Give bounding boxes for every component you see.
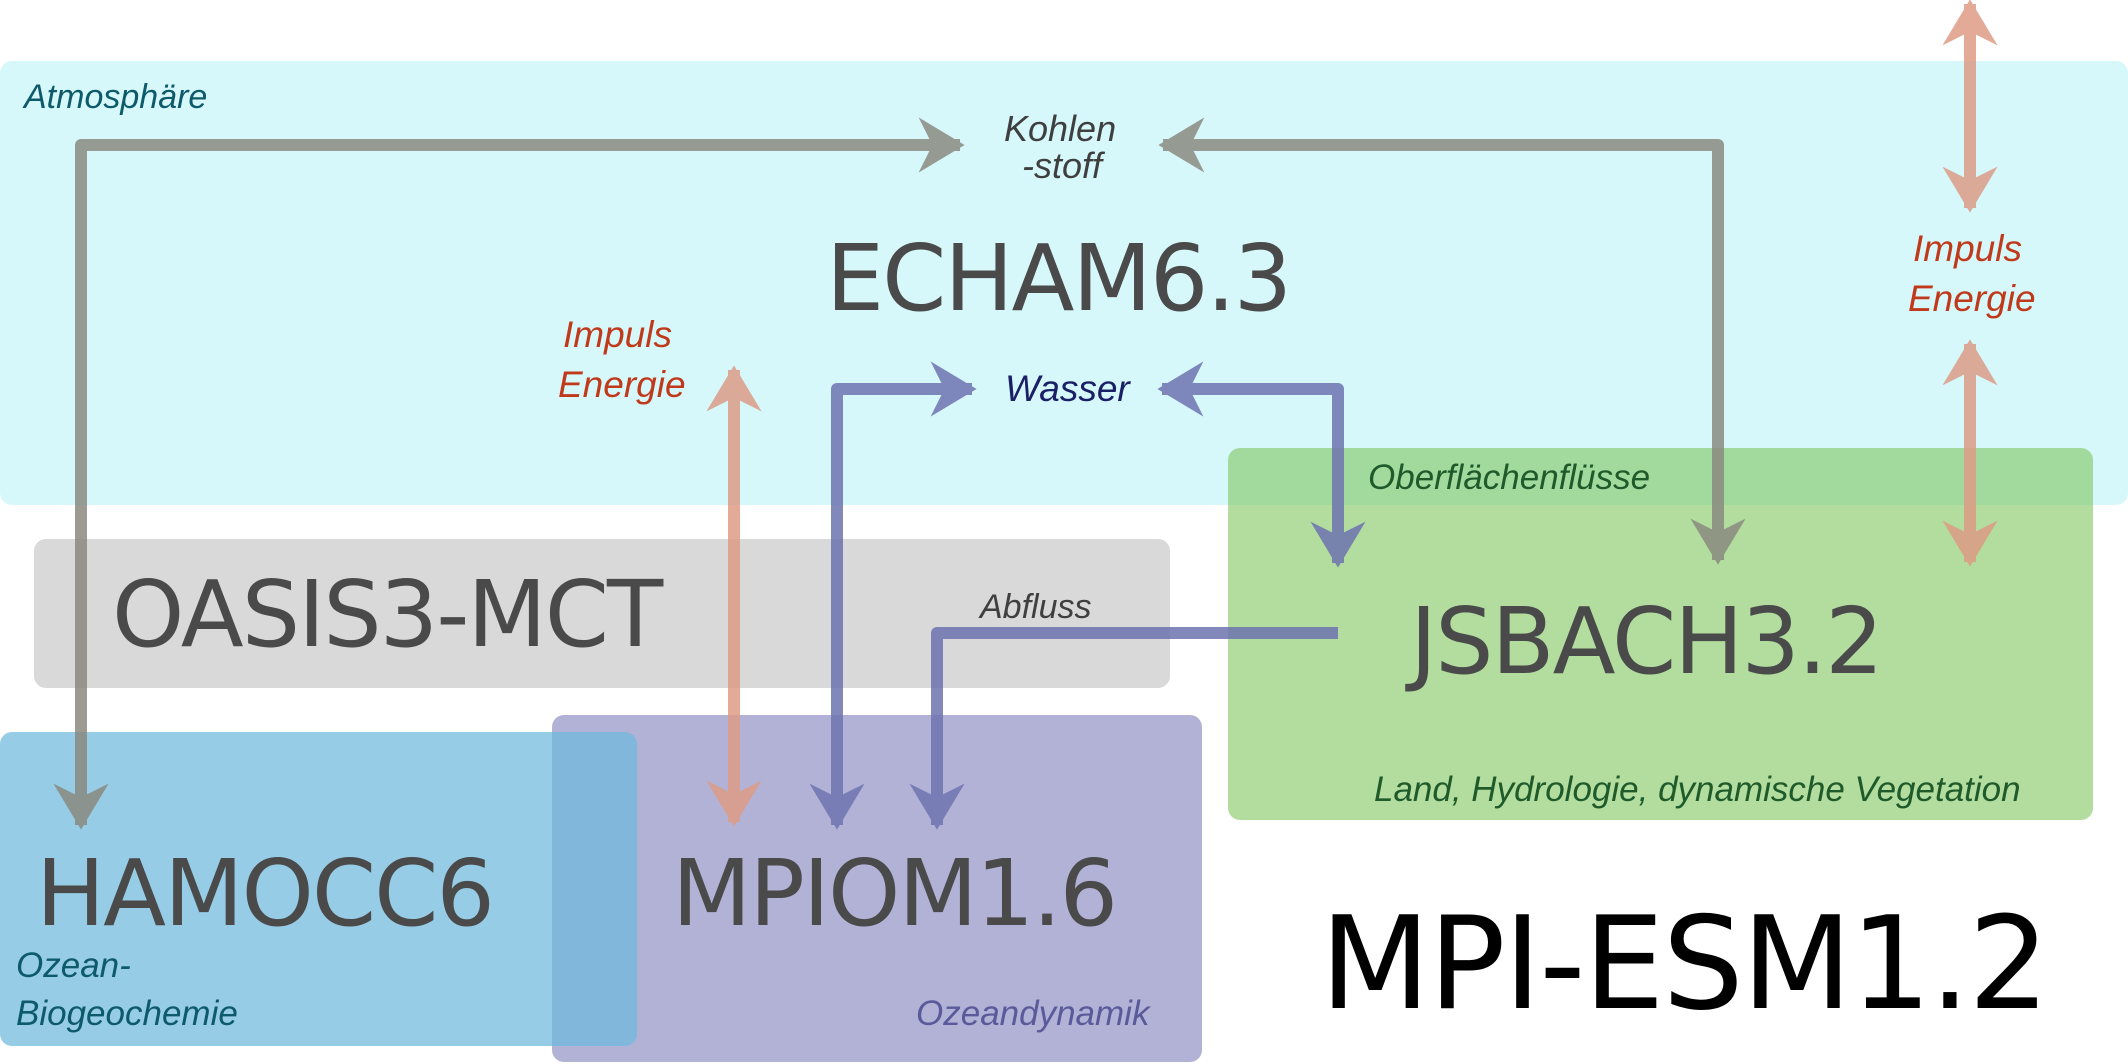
echam-title: ECHAM6.3 xyxy=(826,225,1292,332)
carbon-arrow-left xyxy=(53,117,965,830)
water-arrow-left xyxy=(809,361,977,830)
energy-left-label-1: Impuls xyxy=(563,314,672,355)
energy-right-label-2: Energie xyxy=(1908,278,2036,319)
hamocc-title: HAMOCC6 xyxy=(36,840,495,947)
ocean-domain-label: Ozeandynamik xyxy=(916,994,1150,1033)
land-domain-label: Land, Hydrologie, dynamische Vegetation xyxy=(1374,770,2021,809)
oasis-title: OASIS3-MCT xyxy=(112,561,663,668)
carbon-label-2: -stoff xyxy=(1022,145,1103,186)
runoff-arrow xyxy=(909,627,1338,830)
carbon-arrow-right xyxy=(1158,117,1746,565)
biogeochem-domain-label-1: Ozean- xyxy=(16,946,131,985)
energy-left-label-2: Energie xyxy=(558,364,686,405)
atmosphere-domain-label: Atmosphäre xyxy=(24,78,208,116)
jsbach-title: JSBACH3.2 xyxy=(1410,588,1884,695)
carbon-label-1: Kohlen xyxy=(1004,108,1117,149)
surface-fluxes-label: Oberflächenflüsse xyxy=(1368,458,1651,497)
runoff-label: Abfluss xyxy=(980,588,1092,626)
water-arrow-right xyxy=(1157,361,1366,568)
water-label: Wasser xyxy=(1005,368,1130,409)
mpiom-title: MPIOM1.6 xyxy=(672,840,1118,947)
model-title: MPI-ESM1.2 xyxy=(1320,890,2050,1039)
biogeochem-domain-label-2: Biogeochemie xyxy=(16,994,238,1033)
energy-right-label-1: Impuls xyxy=(1913,228,2022,269)
